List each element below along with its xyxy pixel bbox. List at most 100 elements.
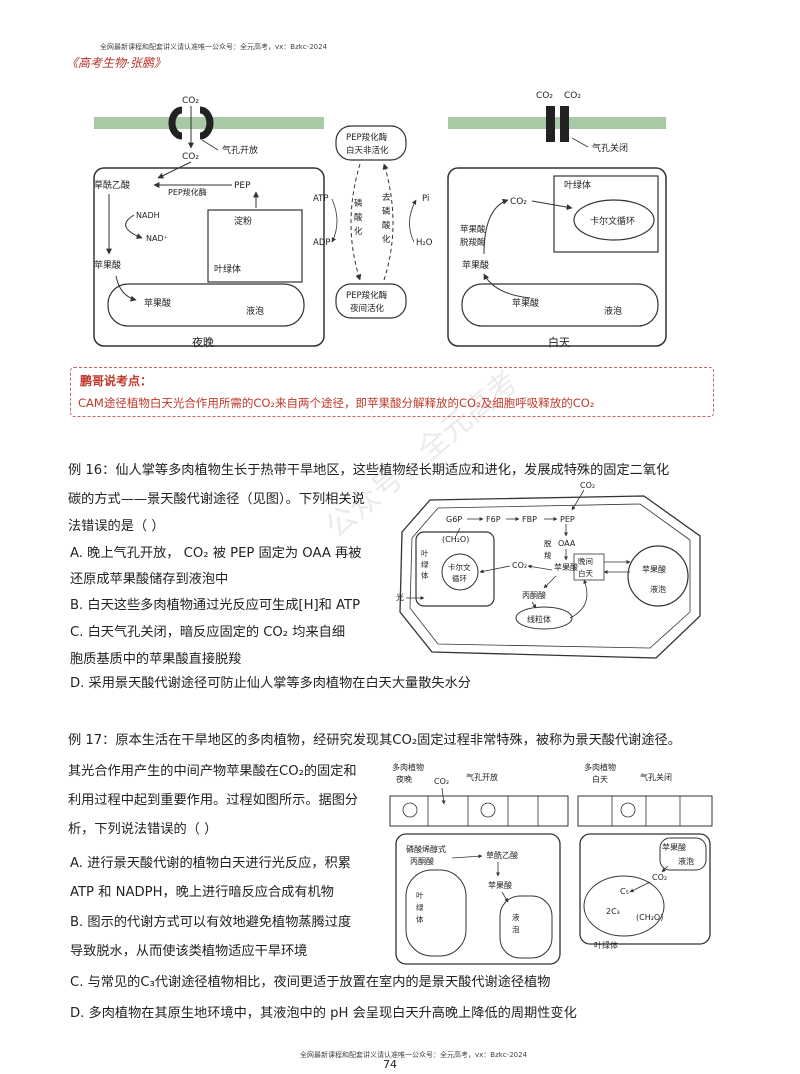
q17-cell-figure: 多肉植物 夜晚 CO₂ 气孔开放 磷酸烯醇式 丙酮酸 草酰乙酸 苹果酸 叶 绿 … [389,762,713,965]
q16-co2-top: CO₂ [580,481,595,490]
q17-option-a2: ATP 和 NADPH，晚上进行暗反应合成有机物 [70,885,334,900]
night-co2-bottom: CO₂ [182,152,199,162]
q17-chloroplast-label: 叶绿体 [594,940,618,950]
mid-right-c1: 去 [382,192,391,203]
mid-left-c3: 化 [354,226,363,237]
q17-chl-2: 绿 [416,903,424,912]
pepcase-night-l1: PEP羧化酶 [346,290,388,301]
pepcase-day-l1: PEP羧化酶 [346,132,388,143]
night-stomata-label: 气孔开放 [222,144,258,156]
night-nadh: NADH [136,211,160,220]
day-stoma-icon [546,106,569,142]
day-panel: CO₂ CO₂ 气孔关闭 叶绿体 卡尔文循环 CO₂ 苹果酸 脱羧酶 苹果酸 苹… [447,91,667,349]
q16-option-a2: 还原成苹果酸储存到液泡中 [70,572,229,587]
day-vacuole-label: 液泡 [604,305,622,317]
night-stoma-icon [168,106,214,140]
q17-vac-1: 液 [512,912,520,922]
q17-option-d: D. 多肉植物在其原生地环境中，其液泡中的 pH 会呈现白天升高晚上降低的周期性… [70,1006,577,1021]
q17-left-cell [395,833,561,965]
night-co2-top: CO₂ [182,96,199,106]
q17-right-chloroplast [583,875,665,937]
q17-vac-2: 泡 [512,924,520,934]
day-malate: 苹果酸 [462,259,489,271]
day-calvin: 卡尔文循环 [590,215,635,227]
night-oaa: 草酰乙酸 [94,179,130,191]
q16-light: 光 [396,592,404,602]
q16-cell-figure: CO₂ G6P F6P FBP PEP (CH₂O) 叶 绿 体 卡尔文 循环 … [396,481,701,659]
header-notice: 全网最新课程和配套讲义请认准唯一公众号：全元高考，vx：Bzkc-2024 [100,43,328,51]
night-pep: PEP [234,181,251,191]
q17-right-epidermis [577,795,713,827]
q16-malate: 苹果酸 [554,562,578,572]
q16-chl-2: 绿 [421,560,429,569]
page-number: 74 [383,1058,397,1071]
day-malate2: 苹果酸 [512,297,539,309]
mid-right-c3: 酸 [382,220,391,231]
q17-right-stomata: 气孔关闭 [640,772,672,782]
q16-option-b: B. 白天这些多肉植物通过光反应可生成[H]和 ATP [70,598,361,613]
cam-pathway-figure: CO₂ CO₂ 气孔开放 草酰乙酸 PEP羧化酶 PEP NADH NAD⁺ 淀… [93,91,667,349]
day-chloroplast: 叶绿体 [564,179,591,191]
q16-mito: 线粒体 [527,614,551,624]
day-stomata-label: 气孔关闭 [592,142,628,154]
pepcase-regulation: PEP羧化酶 白天非活化 PEP羧化酶 夜间活化 ATP ADP 磷 酸 化 去… [313,125,433,319]
q16-chl-3: 体 [421,570,429,580]
q16-f6p: F6P [486,515,501,524]
day-co2-b: CO₂ [564,91,581,101]
q17-chl-1: 叶 [416,891,424,900]
q16-option-c2: 胞质基质中的苹果酸直接脱羧 [70,652,242,667]
exam-point-title: 鹏哥说考点： [80,374,153,388]
pepcase-day-l2: 白天非活化 [346,145,389,156]
night-vacuole-label: 液泡 [246,305,264,317]
q16-g6p: G6P [446,515,462,524]
q17-right-title-2: 白天 [592,774,608,784]
night-cell [93,167,325,347]
q16-co2-mid: CO₂ [512,561,527,570]
night-nad: NAD⁺ [146,234,168,243]
q17-day-panel: 多肉植物 白天 气孔关闭 苹果酸 液泡 CO₂ C₅ 2C₃ (CH₂O) 叶绿… [577,762,713,950]
q17-right-co2: CO₂ [652,873,667,882]
night-vacuole [107,283,305,327]
q16-malate-v: 苹果酸 [642,564,666,574]
q16-outer-cell [399,495,701,659]
day-co2-inner: CO₂ [510,197,527,207]
pepcase-night-box [335,283,407,319]
q16-option-a1: A. 晚上气孔开放， CO₂ 被 PEP 固定为 OAA 再被 [70,546,362,561]
day-epidermis [448,117,666,129]
mid-pi: Pi [422,194,429,204]
q16-option-c1: C. 白天气孔关闭，暗反应固定的 CO₂ 均来自细 [70,625,346,640]
night-chloroplast: 叶绿体 [214,263,241,275]
q16-option-d: D. 采用景天酸代谢途径可防止仙人掌等多肉植物在白天大量散失水分 [70,676,471,691]
exam-point-box [70,367,714,417]
q16-chl-1: 叶 [421,549,429,558]
mid-h2o: H₂O [416,238,433,248]
q17-line-4: 析，下列说法错误的（ ） [68,822,218,837]
day-enzyme-l2: 脱羧酶 [460,237,486,248]
q16-decarb-1: 脱 [544,538,552,548]
night-malate2: 苹果酸 [144,297,171,309]
night-pepcase: PEP羧化酶 [168,187,207,197]
q17-right-title-1: 多肉植物 [584,762,616,772]
night-panel: CO₂ CO₂ 气孔开放 草酰乙酸 PEP羧化酶 PEP NADH NAD⁺ 淀… [93,96,325,349]
footer-notice: 全网最新课程和配套讲义请认准唯一公众号：全元高考，vx：Bzkc-2024 [300,1051,528,1059]
pepcase-day-box [335,125,407,161]
night-starch: 淀粉 [234,215,252,227]
day-enzyme-l1: 苹果酸 [460,224,486,235]
q16-vacuole [627,545,689,607]
q17-malate: 苹果酸 [488,880,512,890]
q17-left-title-2: 夜晚 [396,774,412,784]
q17-left-vacuole [499,895,553,959]
night-caption: 夜晚 [192,335,214,349]
pepcase-night-l2: 夜间活化 [350,303,385,314]
day-chloroplast-box [553,175,659,253]
q16-night: 晚间 [578,556,593,566]
mid-left-c2: 酸 [354,212,363,223]
q16-inner-cell [409,503,691,649]
q16-decarb-2: 羧 [544,550,552,560]
q17-left-title-1: 多肉植物 [392,762,424,772]
q16-pyruvate: 丙酮酸 [522,590,546,600]
q16-calvin-2: 循环 [452,573,467,583]
mid-adp: ADP [313,238,331,248]
night-chloroplast-box [207,209,303,283]
q17-line-2: 其光合作用产生的中间产物苹果酸在CO₂的固定和 [68,764,357,779]
